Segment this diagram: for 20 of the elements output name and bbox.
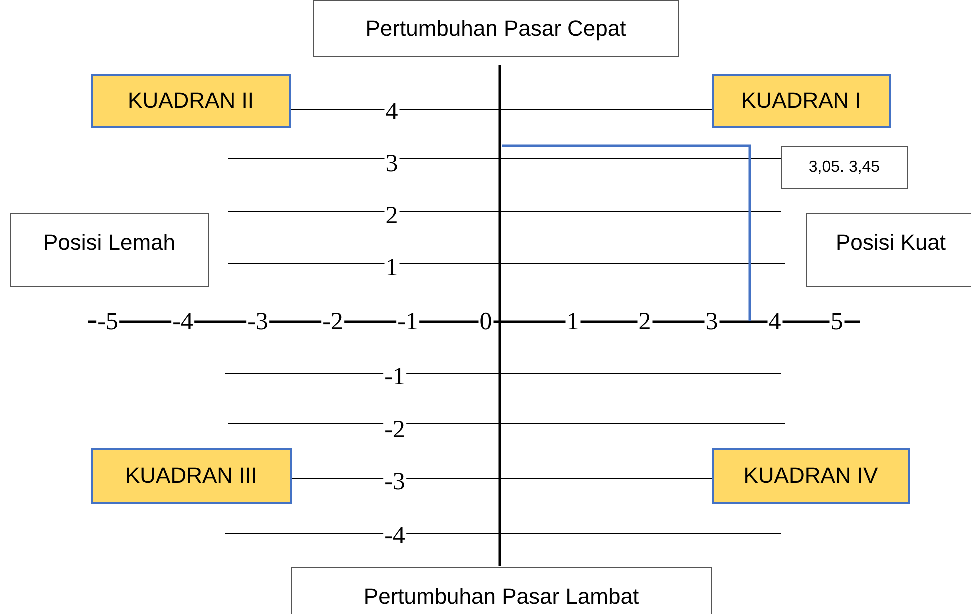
- value-box: [781, 146, 908, 189]
- label-box: [291, 567, 712, 614]
- quadrant-box: [712, 74, 891, 128]
- box-text: Posisi Lemah: [43, 230, 176, 256]
- box-text: Pertumbuhan Pasar Cepat: [366, 16, 626, 42]
- box-text: KUADRAN II: [128, 88, 254, 114]
- box-text: KUADRAN IV: [744, 463, 878, 489]
- box-text: 3,05. 3,45: [808, 158, 880, 176]
- quadrant-box: [91, 74, 291, 128]
- quadrant-box: [712, 448, 910, 504]
- label-box: [806, 213, 971, 287]
- box-text: Posisi Kuat: [836, 230, 946, 256]
- box-text: KUADRAN I: [742, 88, 862, 114]
- label-box: [10, 213, 209, 287]
- box-text: Pertumbuhan Pasar Lambat: [364, 584, 640, 610]
- quadrant-box: [91, 448, 292, 504]
- box-text: KUADRAN III: [125, 463, 258, 489]
- label-box: [313, 0, 679, 57]
- grid-line: [292, 478, 712, 480]
- leader-line: [228, 158, 782, 160]
